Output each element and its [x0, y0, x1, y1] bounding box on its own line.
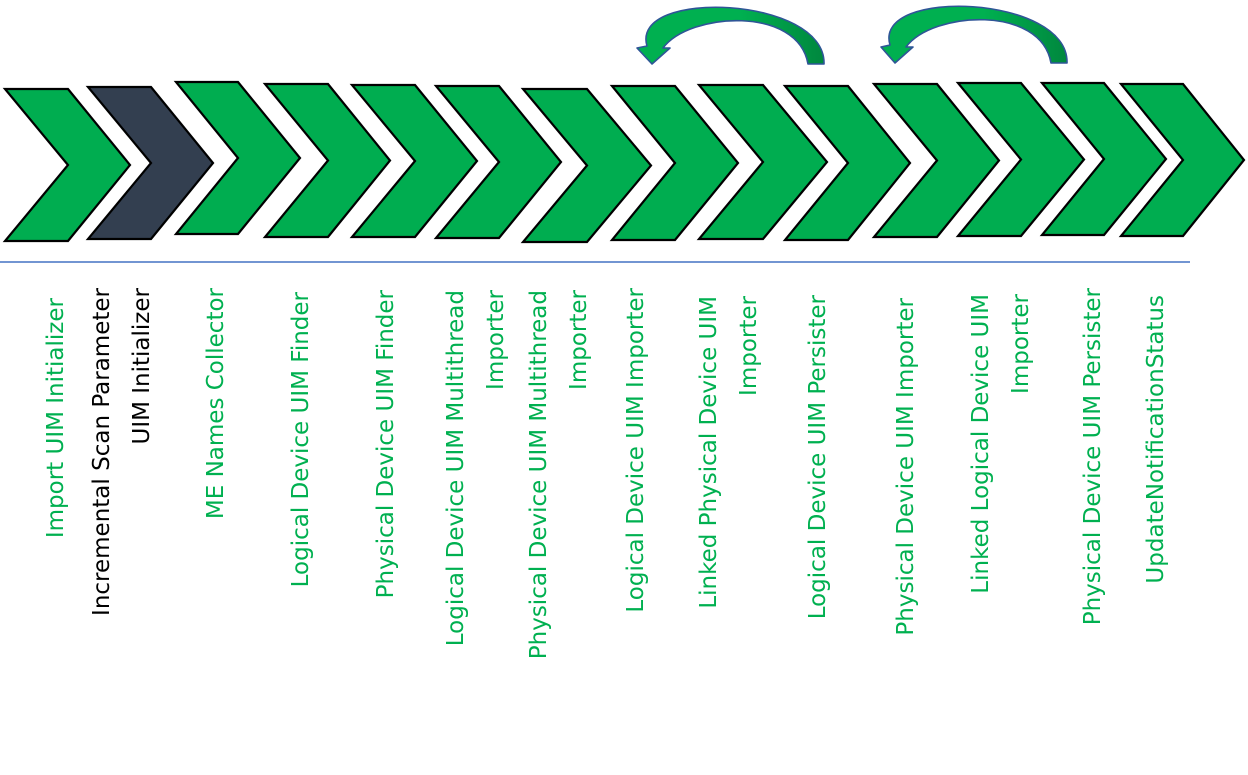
step-label-logical-device-uim-multithread-importer: Logical Device UIM Multithread Importer [436, 290, 516, 714]
step-label-line: Incremental Scan Parameter [89, 288, 115, 616]
step-label-line: Importer [483, 290, 509, 390]
step-chevron-logical-device-uim-persister[interactable] [782, 84, 912, 242]
step-chevron-logical-device-uim-finder[interactable] [262, 82, 392, 239]
step-chevron-import-uim-initializer[interactable] [2, 87, 132, 243]
step-label-logical-device-uim-importer: Logical Device UIM Importer [616, 288, 656, 672]
step-chevron-physical-device-uim-persister[interactable] [1039, 81, 1168, 237]
step-label-line: ME Names Collector [203, 288, 229, 520]
step-label-line: Physical Device UIM Persister [1080, 288, 1106, 626]
step-chevron-logical-device-uim-multithread-importer[interactable] [433, 84, 563, 240]
step-label-linked-physical-device-uim-importer: Linked Physical Device UIM Importer [689, 296, 769, 662]
step-label-me-names-collector: ME Names Collector [196, 288, 236, 566]
step-chevron-me-names-collector[interactable] [173, 80, 302, 236]
step-label-line: Logical Device UIM Persister [805, 295, 831, 620]
step-label-line: Linked Physical Device UIM [696, 296, 722, 609]
step-label-line: UIM Initializer [129, 288, 155, 445]
step-label-physical-device-uim-finder: Physical Device UIM Finder [366, 290, 406, 654]
step-chevron-logical-device-uim-importer[interactable] [609, 84, 740, 242]
step-label-physical-device-uim-multithread-importer: Physical Device UIM Multithread Importer [519, 290, 599, 734]
step-label-line: UpdateNotificationStatus [1143, 295, 1169, 584]
step-label-line: Logical Device UIM Importer [623, 288, 649, 613]
step-chevron-physical-device-uim-finder[interactable] [349, 83, 479, 239]
step-label-physical-device-uim-importer: Physical Device UIM Importer [886, 298, 926, 697]
step-label-line: Import UIM Initializer [43, 298, 69, 539]
loop-arrows [636, 5, 1068, 65]
step-label-line: Physical Device UIM Multithread [526, 290, 552, 660]
step-chevron-physical-device-uim-importer[interactable] [871, 82, 1001, 239]
step-label-update-notification-status: UpdateNotificationStatus [1136, 295, 1176, 642]
step-label-line: Linked Logical Device UIM [968, 294, 994, 594]
step-chevron-update-notification-status[interactable] [1118, 82, 1246, 238]
step-chevron-incremental-scan-parameter-uim-initializer[interactable] [85, 85, 215, 241]
step-label-line: Importer [1008, 294, 1034, 394]
step-label-logical-device-uim-persister: Logical Device UIM Persister [798, 295, 838, 676]
step-label-import-uim-initializer: Import UIM Initializer [36, 298, 76, 614]
curved-back-arrow-icon [880, 5, 1068, 64]
step-label-linked-logical-device-uim-importer: Linked Logical Device UIM Importer [961, 294, 1041, 647]
step-label-line: Physical Device UIM Importer [893, 298, 919, 636]
step-label-physical-device-uim-persister: Physical Device UIM Persister [1073, 288, 1113, 680]
curved-back-arrow-icon [636, 6, 825, 65]
step-label-incremental-scan-parameter-uim-initializer: Incremental Scan Parameter UIM Initialize… [82, 288, 162, 668]
step-label-line: Logical Device UIM Finder [288, 292, 314, 588]
step-chevron-linked-logical-device-uim-importer[interactable] [955, 81, 1086, 238]
step-label-logical-device-uim-finder: Logical Device UIM Finder [281, 292, 321, 642]
step-label-line: Importer [566, 290, 592, 390]
step-label-line: Logical Device UIM Multithread [443, 290, 469, 647]
process-steps [2, 80, 1246, 244]
step-chevron-physical-device-uim-multithread-importer[interactable] [520, 87, 653, 244]
step-label-line: Physical Device UIM Finder [373, 290, 399, 599]
step-chevron-linked-physical-device-uim-importer[interactable] [696, 83, 829, 241]
step-label-line: Importer [736, 296, 762, 396]
